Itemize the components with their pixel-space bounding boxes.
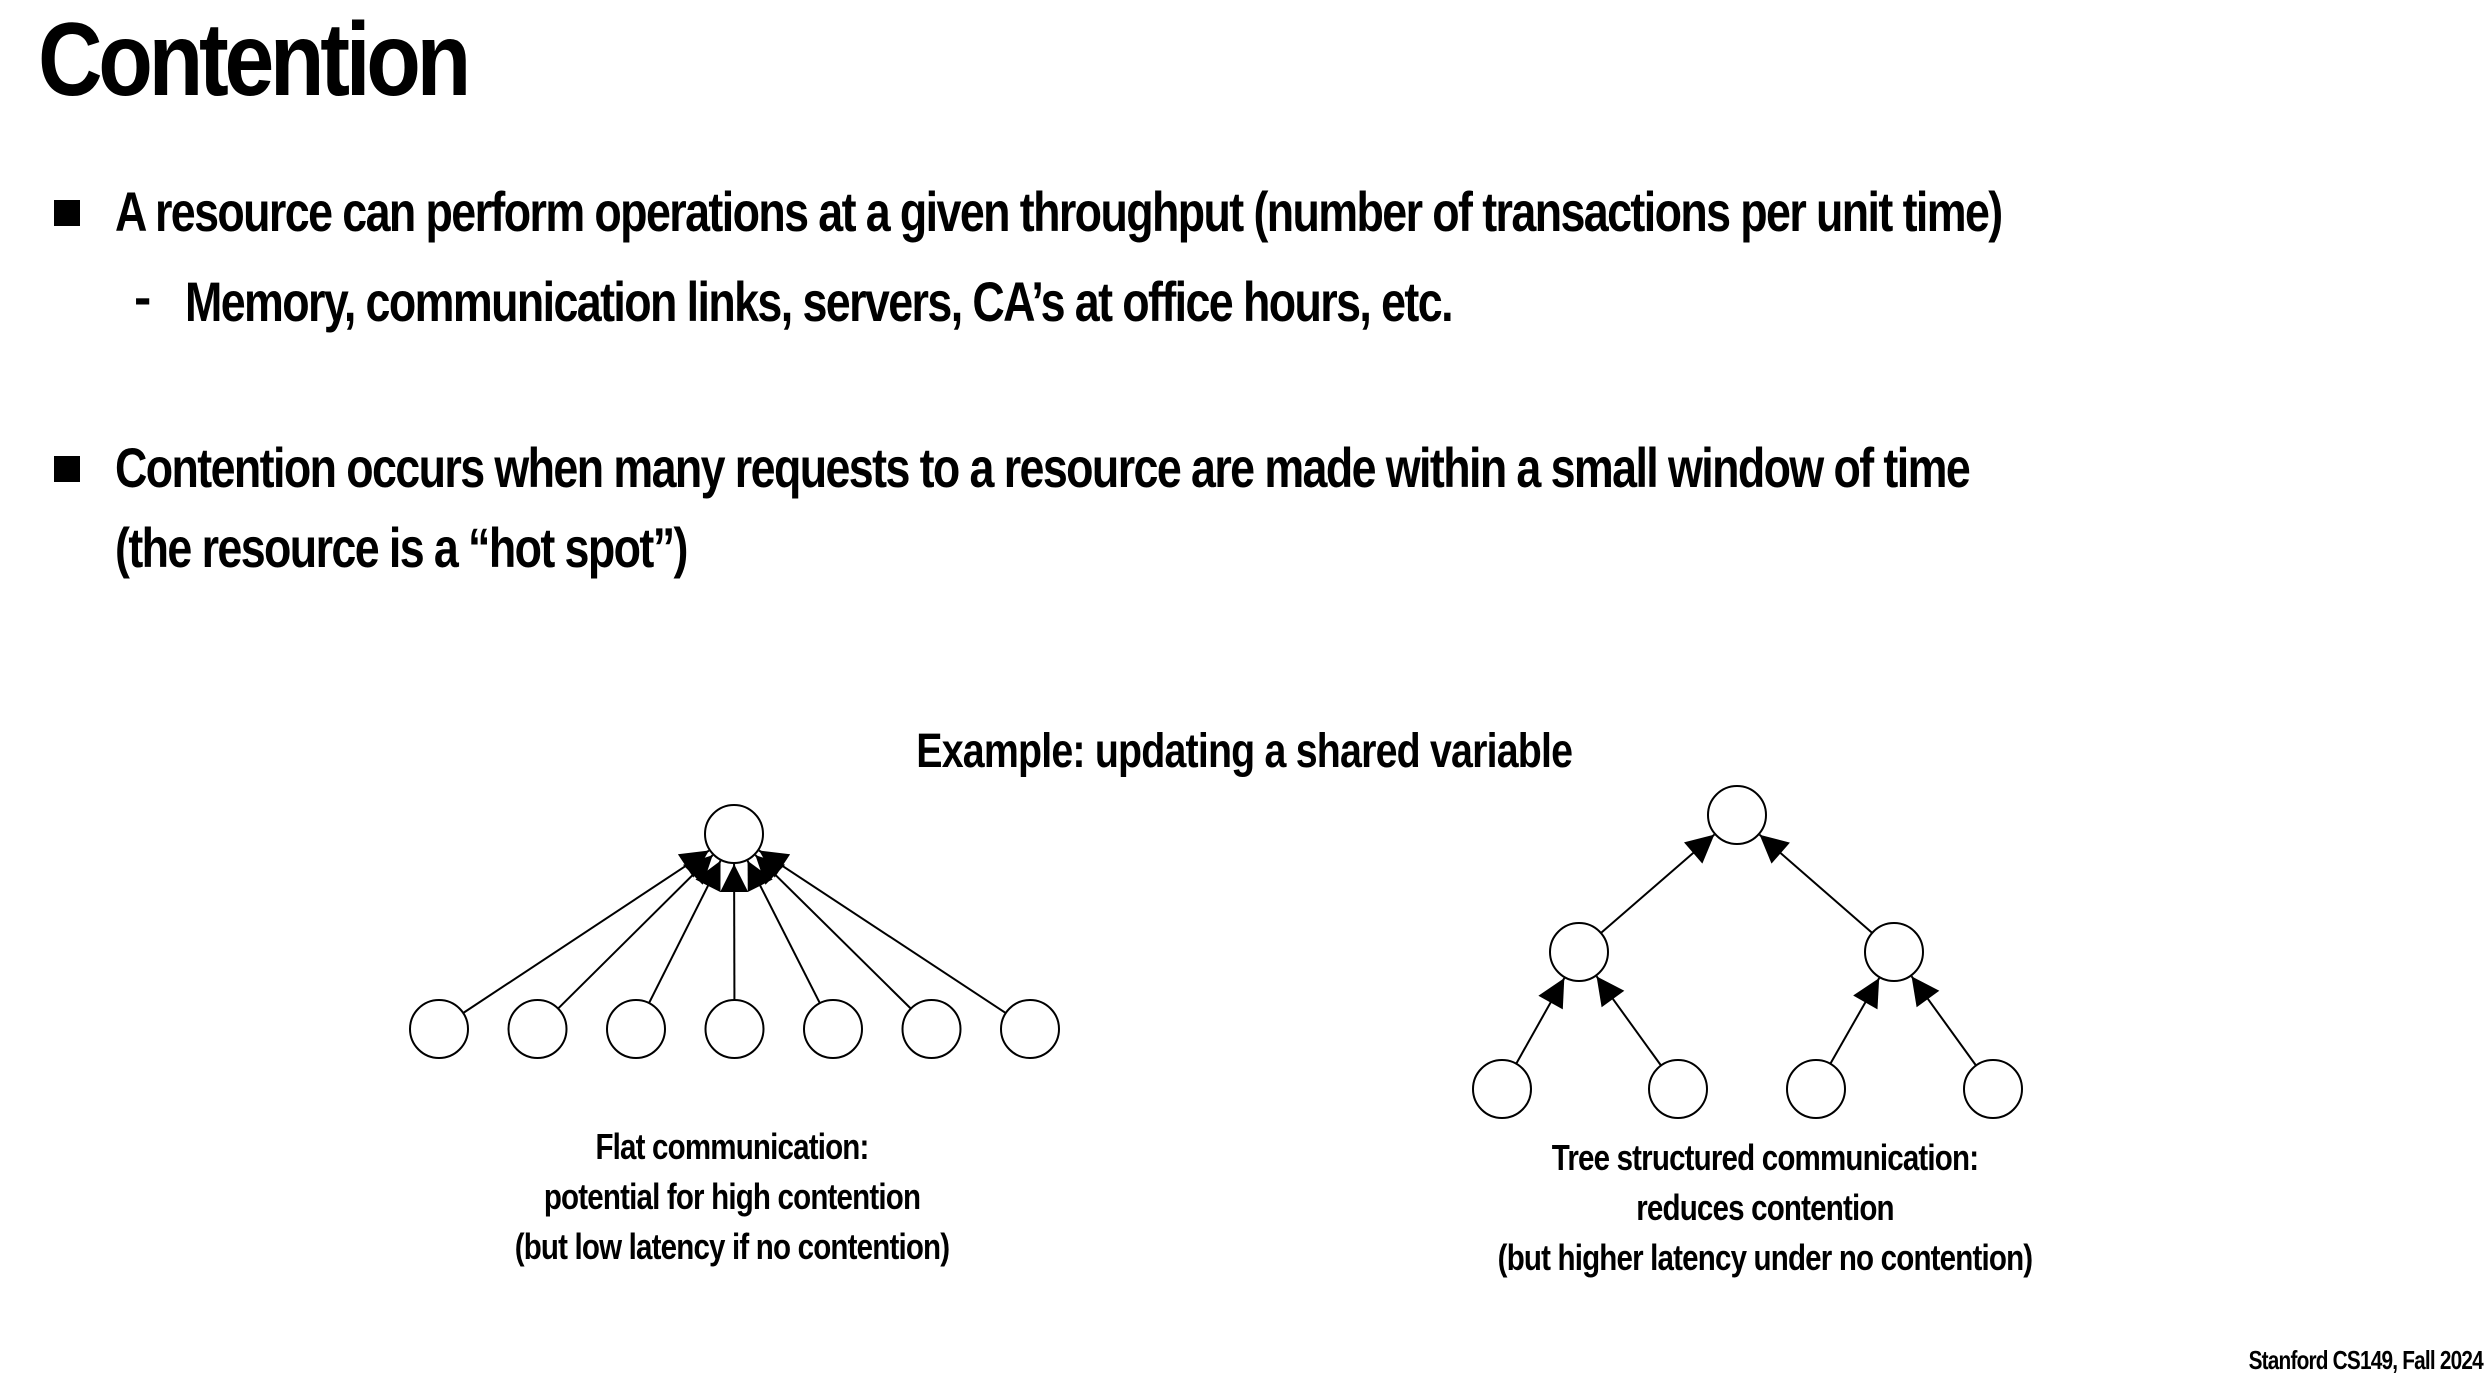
flat-caption-line-1: Flat communication:	[595, 1126, 869, 1167]
flat-root-node	[704, 804, 764, 864]
tree-leaf-node	[1648, 1059, 1708, 1119]
tree-caption-line-1: Tree structured communication:	[1551, 1137, 1979, 1178]
flat-caption: Flat communication: potential for high c…	[486, 1122, 978, 1272]
flat-edge-arrow	[754, 854, 912, 1010]
tree-edge-arrow	[1515, 977, 1566, 1065]
flat-leaf-node	[409, 999, 469, 1059]
tree-edge-arrow	[1829, 977, 1881, 1065]
flat-caption-line-2: potential for high contention	[543, 1176, 921, 1217]
example-title: Example: updating a shared variable	[916, 725, 1573, 778]
tree-caption: Tree structured communication: reduces c…	[1470, 1133, 2060, 1283]
tree-mid-node	[1549, 922, 1609, 982]
flat-leaf-node	[507, 999, 568, 1059]
flat-edge-arrow	[648, 860, 722, 1004]
tree-edge-arrow	[1910, 975, 1977, 1067]
bullet-marker	[54, 456, 80, 482]
flat-leaf-node	[803, 999, 863, 1059]
bullet-2-line-1: Contention occurs when many requests to …	[115, 436, 1971, 499]
flat-leaf-node	[606, 999, 666, 1059]
tree-leaf-node	[1963, 1059, 2023, 1119]
tree-root-node	[1707, 785, 1767, 845]
flat-leaf-node	[901, 999, 962, 1059]
flat-caption-line-3: (but low latency if no contention)	[514, 1226, 950, 1267]
bullet-marker	[54, 200, 80, 226]
flat-edge-arrow	[462, 849, 710, 1014]
tree-communication-diagram	[1472, 785, 2023, 1119]
tree-leaf-node	[1472, 1059, 1532, 1119]
tree-caption-line-3: (but higher latency under no contention)	[1497, 1237, 2033, 1278]
tree-mid-node	[1864, 922, 1924, 982]
flat-edge-arrow	[758, 849, 1007, 1014]
bullet-1-subitem: Memory, communication links, servers, CA…	[185, 270, 1454, 333]
slide-title: Contention	[38, 2, 471, 118]
flat-edge-arrow	[557, 854, 714, 1010]
tree-leaf-node	[1786, 1059, 1846, 1119]
sub-bullet-marker: -	[134, 269, 152, 327]
flat-communication-diagram	[409, 804, 1060, 1059]
tree-caption-line-2: reduces contention	[1636, 1187, 1894, 1228]
tree-edge-arrow	[1600, 833, 1715, 934]
bullet-1-text: A resource can perform operations at a g…	[115, 180, 2003, 243]
footer: Stanford CS149, Fall 2024	[2248, 1345, 2484, 1375]
flat-leaf-node	[704, 999, 765, 1059]
bullet-2-line-2: (the resource is a “hot spot”)	[115, 516, 688, 579]
tree-edge-arrow	[1595, 975, 1662, 1067]
tree-edge-arrow	[1758, 833, 1873, 934]
flat-leaf-node	[1000, 999, 1060, 1059]
